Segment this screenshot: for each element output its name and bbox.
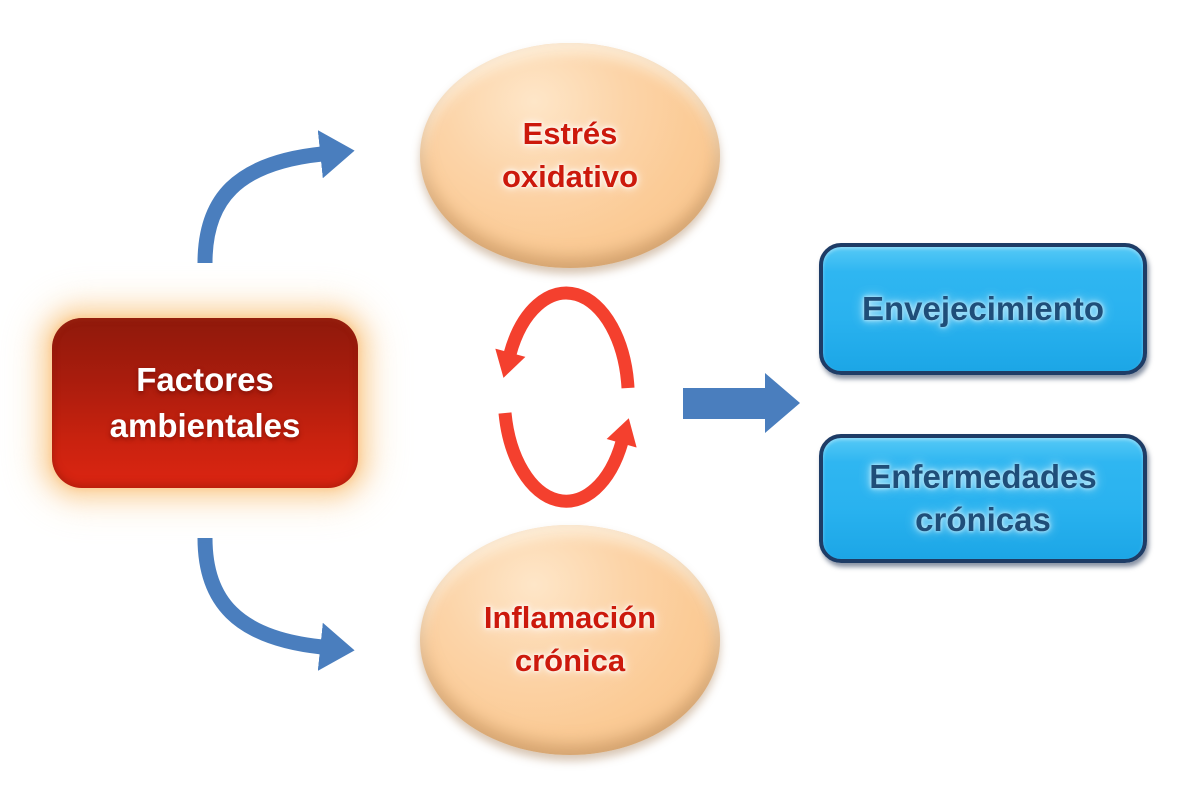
node-estres-oxidativo: Estrés oxidativo: [420, 43, 720, 268]
node-enfermedades-label: Enfermedades crónicas: [869, 458, 1097, 538]
node-estres-label: Estrés oxidativo: [501, 115, 639, 194]
node-inflamacion-cronica: Inflamación crónica: [420, 525, 720, 755]
node-envejecimiento-label: Envejecimiento: [861, 289, 1105, 327]
node-envejecimiento: Envejecimiento: [819, 243, 1147, 375]
curved-arrow-factores-to-estres: [197, 130, 355, 264]
node-enfermedades-cronicas: Enfermedades crónicas: [819, 434, 1147, 563]
node-inflamacion-label: Inflamación crónica: [483, 600, 657, 678]
node-factores-ambientales: Factores ambientales: [52, 318, 358, 488]
block-arrow-to-outcomes: [683, 373, 800, 433]
curved-arrow-factores-to-inflamacion: [197, 537, 355, 671]
node-factores-label: Factores ambientales: [109, 360, 301, 444]
cycle-arrow-bottom: [498, 412, 637, 508]
cycle-arrow-top: [495, 286, 635, 389]
